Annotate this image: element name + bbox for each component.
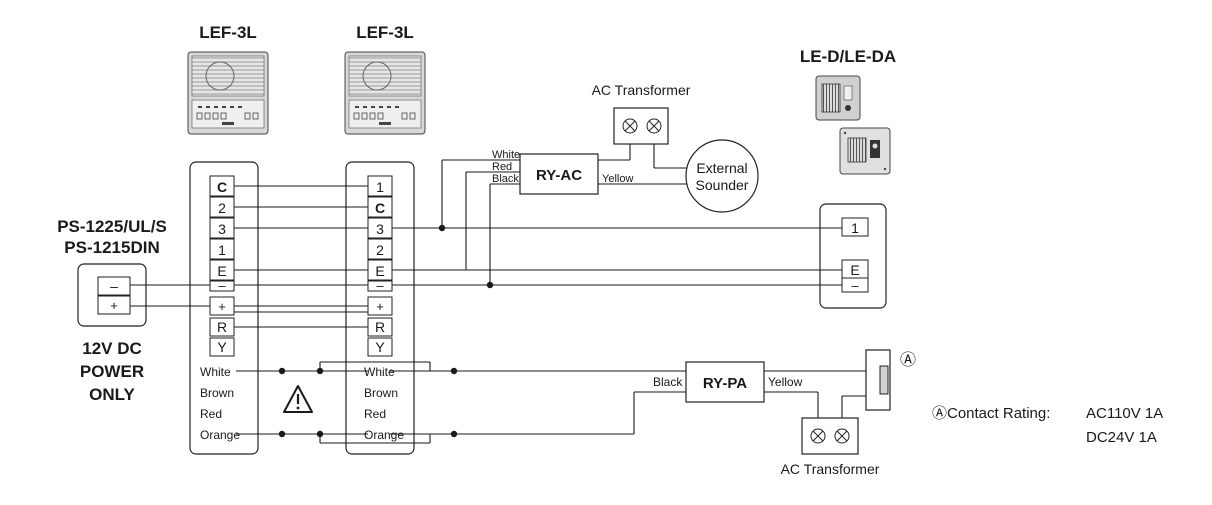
ps-terminal-minus: –	[110, 278, 118, 294]
contact-rating-label: ⒶContact Rating:	[932, 405, 1050, 422]
ps-terminal-plus: +	[110, 298, 118, 313]
ry-ac-relay: RY-AC White Red Black Yellow	[492, 149, 633, 195]
master2-terminal-y: Y	[375, 339, 385, 355]
master1-device-illustration	[187, 51, 269, 135]
sounder-label-line1: External	[696, 160, 747, 176]
master1-terminal-2: 2	[218, 200, 226, 216]
master1-terminal-minus: –	[218, 278, 226, 293]
ry-ac-black-label: Black	[492, 173, 519, 185]
ps-note-line1: 12V DC	[82, 339, 142, 358]
master1-terminal-1: 1	[218, 242, 226, 258]
master2-wire-brown: Brown	[364, 386, 398, 400]
master1-title: LEF-3L	[199, 23, 257, 42]
master2-terminal-r: R	[375, 319, 385, 335]
ry-pa-black-label: Black	[653, 375, 683, 389]
ry-pa-relay: RY-PA Black Yellow	[653, 361, 803, 403]
ry-ac-yellow-label: Yellow	[602, 173, 633, 185]
wiring-lines	[130, 143, 866, 444]
contact-rating: ⒶContact Rating: AC110V 1A DC24V 1A	[932, 405, 1163, 446]
master1-terminal-e: E	[217, 263, 226, 279]
master2-wire-orange: Orange	[364, 428, 404, 442]
junction-dots	[278, 224, 494, 438]
ps-note-line2: POWER	[80, 362, 144, 381]
ac-transformer-top-label: AC Transformer	[592, 82, 691, 98]
contact-device: Ⓐ	[865, 349, 916, 411]
door-terminal-e: E	[850, 262, 859, 278]
ry-ac-white-label: White	[492, 149, 520, 161]
ac-transformer-bottom-label: AC Transformer	[781, 461, 880, 477]
master2-terminal-1: 1	[376, 179, 384, 195]
master2-wire-white: White	[364, 365, 395, 379]
door-terminal-minus: –	[851, 278, 859, 293]
master1-terminal-3: 3	[218, 221, 226, 237]
ps-model-line1: PS-1225/UL/S	[57, 217, 167, 236]
ps-model-line2: PS-1215DIN	[64, 238, 159, 257]
sounder-label-line2: Sounder	[696, 177, 749, 193]
ac-transformer-bottom: AC Transformer	[781, 417, 880, 477]
master2-terminal-e: E	[375, 263, 384, 279]
door-station-terminals: 1 E –	[841, 217, 869, 293]
master1-terminal-plus: +	[218, 299, 226, 314]
power-supply: – + PS-1225/UL/S PS-1215DIN 12V DC POWER…	[57, 217, 167, 404]
master1-terminal-y: Y	[217, 339, 227, 355]
master2-terminal-2: 2	[376, 242, 384, 258]
ac-transformer-top: AC Transformer	[592, 82, 691, 145]
external-sounder: External Sounder	[685, 139, 759, 213]
master1-wire-orange: Orange	[200, 428, 240, 442]
contact-rating-ac: AC110V 1A	[1086, 405, 1163, 422]
ry-ac-label: RY-AC	[536, 167, 582, 184]
door-station-illustration	[815, 75, 891, 175]
master1-terminals: C 2 3 1 E – + R Y White Brown Red Orange	[200, 175, 240, 442]
ry-ac-red-label: Red	[492, 161, 512, 173]
master1-wire-brown: Brown	[200, 386, 234, 400]
master2-terminals: 1 C 3 2 E – + R Y White Brown Red Orange	[364, 175, 404, 442]
contact-rating-dc: DC24V 1A	[1086, 429, 1157, 446]
door-station-terminal-box	[819, 203, 887, 309]
master2-wire-red: Red	[364, 407, 386, 421]
master2-device-illustration	[344, 51, 426, 135]
contact-marker: Ⓐ	[900, 351, 916, 369]
ry-pa-yellow-label: Yellow	[768, 375, 803, 389]
master1-wire-white: White	[200, 365, 231, 379]
master2-terminal-c: C	[375, 200, 385, 216]
master1-terminal-r: R	[217, 319, 227, 335]
master1-terminal-c: C	[217, 179, 227, 195]
door-station-title: LE-D/LE-DA	[800, 47, 896, 66]
warning-icon	[283, 385, 313, 413]
ps-note-line3: ONLY	[89, 385, 135, 404]
master2-terminal-minus: –	[376, 278, 384, 293]
master1-wire-red: Red	[200, 407, 222, 421]
ry-pa-label: RY-PA	[703, 375, 747, 392]
master2-title: LEF-3L	[356, 23, 414, 42]
master2-terminal-plus: +	[376, 299, 384, 314]
door-terminal-1: 1	[851, 220, 859, 236]
master2-terminal-3: 3	[376, 221, 384, 237]
